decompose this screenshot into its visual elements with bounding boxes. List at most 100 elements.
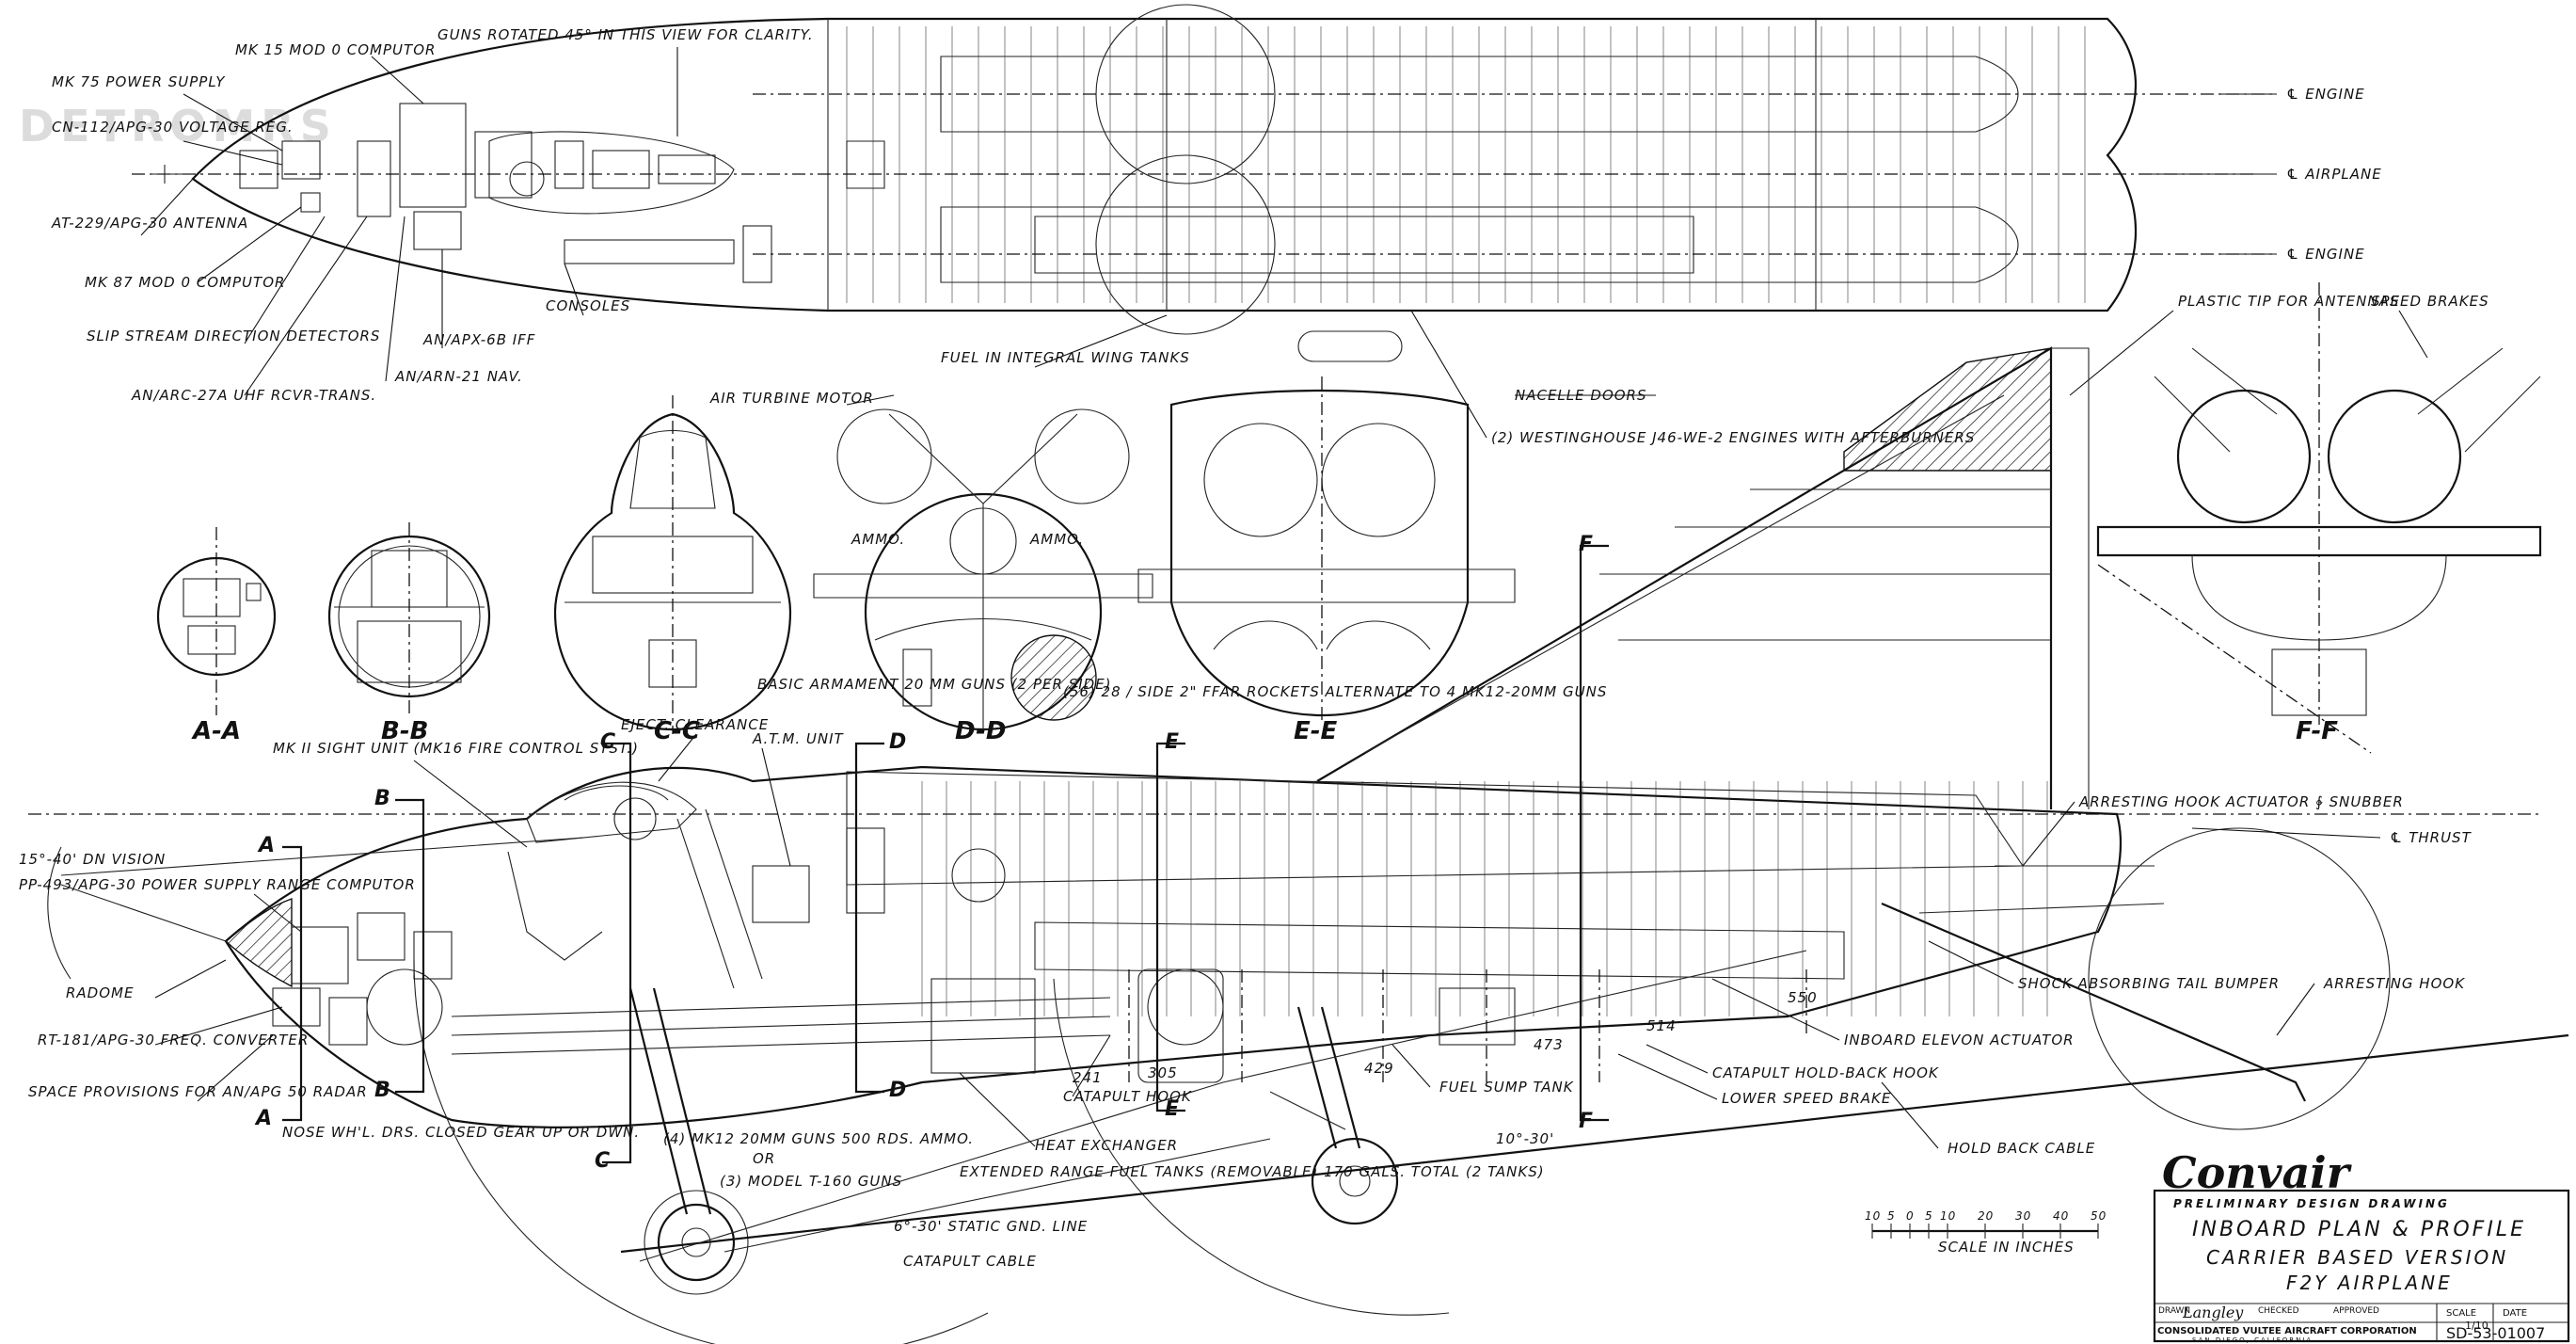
plan-label: AIR TURBINE MOTOR [709, 390, 874, 407]
section-mark: C [600, 730, 615, 754]
section-title: D-D [955, 717, 1006, 745]
section-e-e [1137, 376, 1516, 725]
plan-label: ℄ ENGINE [2286, 86, 2365, 103]
scale-tick: 0 [1906, 1209, 1915, 1223]
plan-label: AN/ARN-21 NAV. [394, 368, 523, 385]
plan-label: FUEL IN INTEGRAL WING TANKS [941, 349, 1190, 366]
profile-label: FUEL SUMP TANK [1439, 1079, 1574, 1096]
section-mark: F [1579, 1110, 1593, 1133]
profile-view: 241 305 429 473 514 550 [28, 765, 2569, 1344]
section-mark: E [1165, 1097, 1179, 1121]
title-block: Convair PRELIMINARY DESIGN DRAWING INBOA… [2153, 1147, 2570, 1344]
station-number: 305 [1148, 1064, 1178, 1081]
section-mark: F [1579, 533, 1593, 556]
profile-label: RADOME [66, 984, 134, 1001]
plan-view [132, 4, 2277, 362]
profile-label: ARRESTING HOOK ACTUATOR ∲ SNUBBER [2078, 793, 2404, 810]
profile-label: HEAT EXCHANGER [1035, 1137, 1178, 1154]
section-labels: BASIC ARMAMENT 20 MM GUNS (2 PER SIDE) (… [757, 676, 1607, 700]
scale-caption: SCALE IN INCHES [1938, 1239, 2075, 1256]
plan-label: ℄ ENGINE [2286, 246, 2365, 263]
profile-label: HOLD BACK CABLE [1948, 1140, 2095, 1157]
profile-label: ℄ THRUST [2390, 829, 2473, 846]
section-label: AMMO. [851, 531, 905, 548]
profile-label: LOWER SPEED BRAKE [1722, 1090, 1891, 1107]
profile-label: A.T.M. UNIT [752, 730, 845, 747]
company-logo: Convair [2162, 1147, 2353, 1198]
section-c-c [553, 395, 792, 734]
scale-tick: 20 [1978, 1209, 1994, 1223]
field-drawn: DRAWN [2158, 1306, 2190, 1316]
plan-label: MK 15 MOD 0 COMPUTOR [235, 41, 436, 58]
station-number: 429 [1364, 1060, 1394, 1077]
plan-labels: MK 75 POWER SUPPLY CN-112/APG-30 VOLTAGE… [51, 26, 2489, 446]
station-number: 550 [1788, 989, 1818, 1006]
section-mark: D [889, 730, 906, 754]
scale-tick: 40 [2053, 1209, 2069, 1223]
watermark: DETROMRS [19, 101, 337, 152]
scale-tick: 50 [2091, 1209, 2107, 1223]
scale-tick: 10 [1940, 1209, 1956, 1223]
drawing-number: SD-53-01007 [2446, 1324, 2545, 1342]
plan-label: CONSOLES [546, 297, 630, 314]
section-title: F-F [2296, 717, 2338, 745]
title-line-3: F2Y AIRPLANE [2286, 1272, 2453, 1294]
field-approved: APPROVED [2333, 1306, 2379, 1316]
section-title: A-A [191, 717, 241, 745]
scale-bar: 10 5 0 5 10 20 30 40 50 SCALE IN INCHES [1865, 1209, 2107, 1256]
section-a-a [156, 527, 277, 715]
section-mark: B [374, 787, 390, 810]
profile-label: PP-493/APG-30 POWER SUPPLY RANGE COMPUTO… [19, 876, 416, 893]
scale-tick: 5 [1887, 1209, 1896, 1223]
plan-label: PLASTIC TIP FOR ANTENNAS [2178, 293, 2399, 310]
profile-label: NOSE WH'L. DRS. CLOSED GEAR UP OR DWN. [282, 1124, 640, 1141]
profile-label: EXTENDED RANGE FUEL TANKS (REMOVABLE) 17… [960, 1163, 1545, 1180]
firm-location: SAN DIEGO, CALIFORNIA [2192, 1336, 2313, 1344]
section-b-b [327, 522, 491, 715]
profile-label: OR [753, 1150, 775, 1167]
profile-label: SPACE PROVISIONS FOR AN/APG 50 RADAR [28, 1083, 368, 1100]
profile-label: CATAPULT CABLE [903, 1253, 1037, 1270]
section-mark: C [595, 1149, 610, 1173]
plan-label: ℄ AIRPLANE [2286, 166, 2382, 183]
section-mark: A [254, 1107, 272, 1130]
plan-label: AT-229/APG-30 ANTENNA [51, 215, 248, 232]
section-marks: A A B B C C D D E E F F [254, 533, 1609, 1173]
title-line-1: INBOARD PLAN & PROFILE [2192, 1218, 2526, 1241]
profile-label: 10°-30' [1496, 1130, 1554, 1147]
plan-label: AN/APX-6B IFF [422, 331, 535, 348]
wing-tail [1316, 346, 2090, 809]
scale-value: 1/10 [2465, 1320, 2489, 1332]
section-title: C-C [654, 717, 700, 745]
cross-sections: AMMO. AMMO. BASIC ARMAMENT 20 MM GUNS (2… [156, 282, 2542, 754]
scale-tick: 10 [1865, 1209, 1881, 1223]
firm-name: CONSOLIDATED VULTEE AIRCRAFT CORPORATION [2157, 1326, 2417, 1336]
plan-label: AN/ARC-27A UHF RCVR-TRANS. [131, 387, 376, 404]
section-f-f [2096, 282, 2542, 754]
profile-labels: MK II SIGHT UNIT (MK16 FIRE CONTROL SYST… [19, 716, 2473, 1270]
drawn-by-signature: Langley [2182, 1304, 2244, 1321]
section-label: AMMO. [1029, 531, 1084, 548]
profile-label: 6°-30' STATIC GND. LINE [894, 1218, 1088, 1235]
section-mark: D [889, 1079, 906, 1102]
plan-label: CN-112/APG-30 VOLTAGE REG. [52, 119, 294, 136]
section-mark: A [257, 834, 275, 857]
profile-label: MK II SIGHT UNIT (MK16 FIRE CONTROL SYST… [273, 740, 639, 757]
section-label: (56) 28 / SIDE 2" FFAR ROCKETS ALTERNATE… [1063, 683, 1607, 700]
scale-tick: 5 [1925, 1209, 1933, 1223]
plan-label: SPEED BRAKES [2371, 293, 2489, 310]
profile-label: ARRESTING HOOK [2323, 975, 2465, 992]
plan-label: MK 75 POWER SUPPLY [52, 73, 226, 90]
plan-label: MK 87 MOD 0 COMPUTOR [85, 274, 285, 291]
section-title: E-E [1294, 717, 1338, 745]
field-checked: CHECKED [2258, 1306, 2299, 1316]
profile-label: 15°-40' DN VISION [19, 851, 166, 868]
station-number: 514 [1646, 1017, 1677, 1034]
plan-label: (2) WESTINGHOUSE J46-WE-2 ENGINES WITH A… [1491, 429, 1975, 446]
profile-label: (4) MK12 20MM GUNS 500 RDS. AMMO. [663, 1130, 974, 1147]
section-d-d: AMMO. AMMO. [813, 408, 1153, 731]
plan-label: GUNS ROTATED 45° IN THIS VIEW FOR CLARIT… [437, 26, 814, 43]
profile-label: EJECT. CLEARANCE [621, 716, 769, 733]
section-label: BASIC ARMAMENT 20 MM GUNS (2 PER SIDE) [757, 676, 1112, 693]
